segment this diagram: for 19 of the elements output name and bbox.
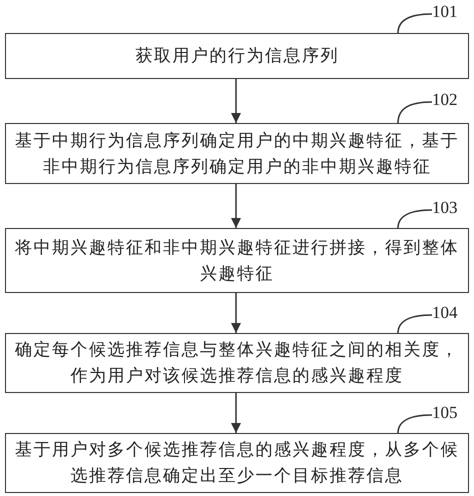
step-number: 102 (432, 90, 466, 110)
leader-line (397, 314, 432, 334)
process-box: 基于中期行为信息序列确定用户的中期兴趣特征，基于非中期行为信息序列确定用户的非中期兴趣特征 (5, 123, 469, 184)
leader-line (397, 209, 432, 228)
leader-line (397, 414, 432, 434)
process-box: 基于用户对多个候选推荐信息的感兴趣程度，从多个候选推荐信息确定出至少一个目标推荐信息 (5, 433, 469, 493)
step-number: 103 (432, 198, 466, 218)
arrow (231, 184, 241, 228)
leader-line (397, 13, 432, 34)
process-box: 确定每个候选推荐信息与整体兴趣特征之间的相关度，作为用户对该候选推荐信息的感兴趣程度 (5, 333, 469, 393)
process-box: 获取用户的行为信息序列 (5, 33, 469, 79)
leader-line (397, 101, 432, 124)
arrow (231, 79, 241, 123)
arrow (231, 293, 241, 333)
step-number: 104 (432, 303, 466, 323)
arrow (231, 393, 241, 433)
step-number: 105 (432, 403, 466, 423)
step-number: 101 (432, 2, 466, 22)
process-box: 将中期兴趣特征和非中期兴趣特征进行拼接，得到整体兴趣特征 (5, 228, 469, 293)
